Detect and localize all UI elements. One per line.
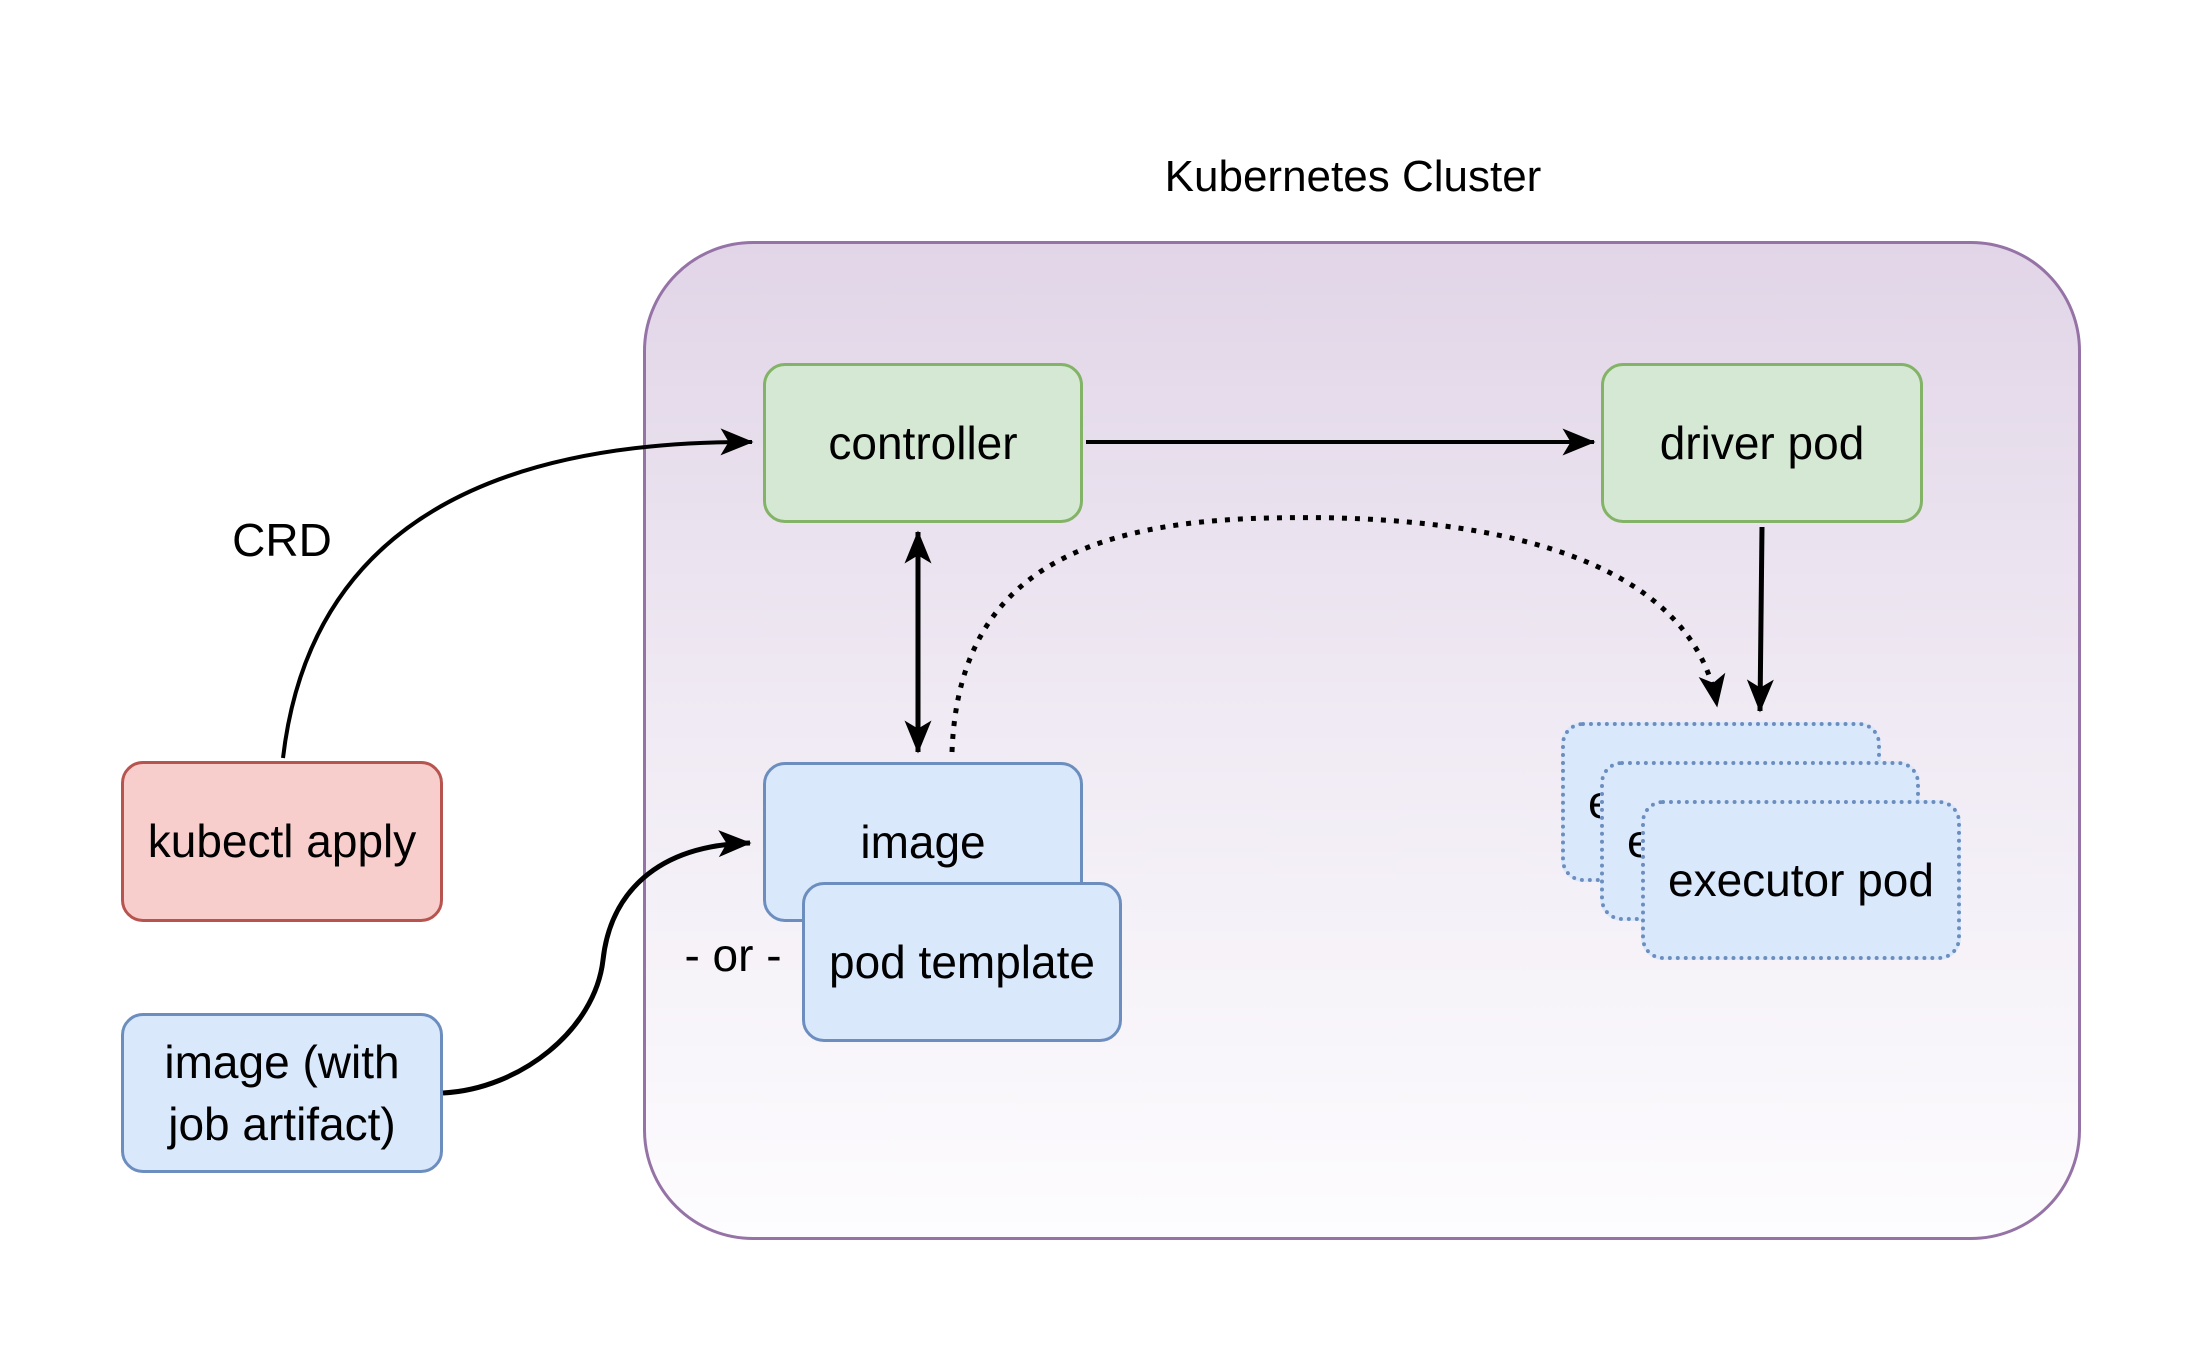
node-kubectl-apply: kubectl apply [121, 761, 443, 922]
node-pod-template-label: pod template [829, 935, 1095, 988]
node-executor-pod-front-label: executor pod [1668, 853, 1934, 906]
edge-label-crd: CRD [232, 514, 332, 566]
node-pod-template: pod template [802, 882, 1122, 1042]
node-controller: controller [763, 363, 1083, 523]
node-kubectl-apply-label: kubectl apply [147, 815, 417, 868]
node-executor-pod-front: executor pod [1641, 800, 1961, 960]
node-image-label: image [860, 815, 986, 868]
diagram-title: Kubernetes Cluster [1164, 152, 1542, 201]
node-controller-label: controller [828, 416, 1018, 469]
node-driver-pod-label: driver pod [1659, 416, 1865, 469]
node-driver-pod: driver pod [1601, 363, 1923, 523]
